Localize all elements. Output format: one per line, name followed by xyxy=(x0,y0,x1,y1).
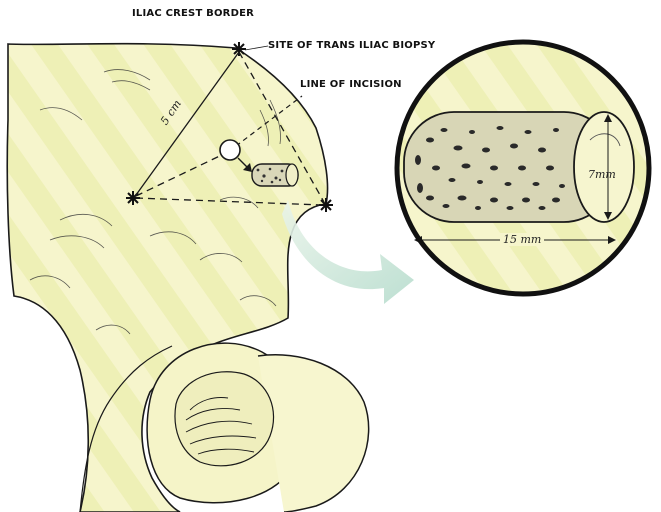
biopsy-core-small xyxy=(252,164,298,186)
site-marker-top xyxy=(232,42,246,56)
biopsy-site-label: SITE OF TRANS ILIAC BIOPSY xyxy=(268,40,435,51)
acetabulum-rim xyxy=(258,355,369,512)
length-label: 15 mm xyxy=(500,233,544,246)
articular-surface xyxy=(175,372,274,466)
incision-circle xyxy=(220,140,240,160)
iliac-crest-label: ILIAC CREST BORDER xyxy=(132,8,254,19)
core-end-face xyxy=(574,112,634,222)
diameter-label: 7mm xyxy=(588,168,616,181)
biopsy-site-pointer xyxy=(245,46,268,50)
incision-label: LINE OF INCISION xyxy=(300,79,402,90)
